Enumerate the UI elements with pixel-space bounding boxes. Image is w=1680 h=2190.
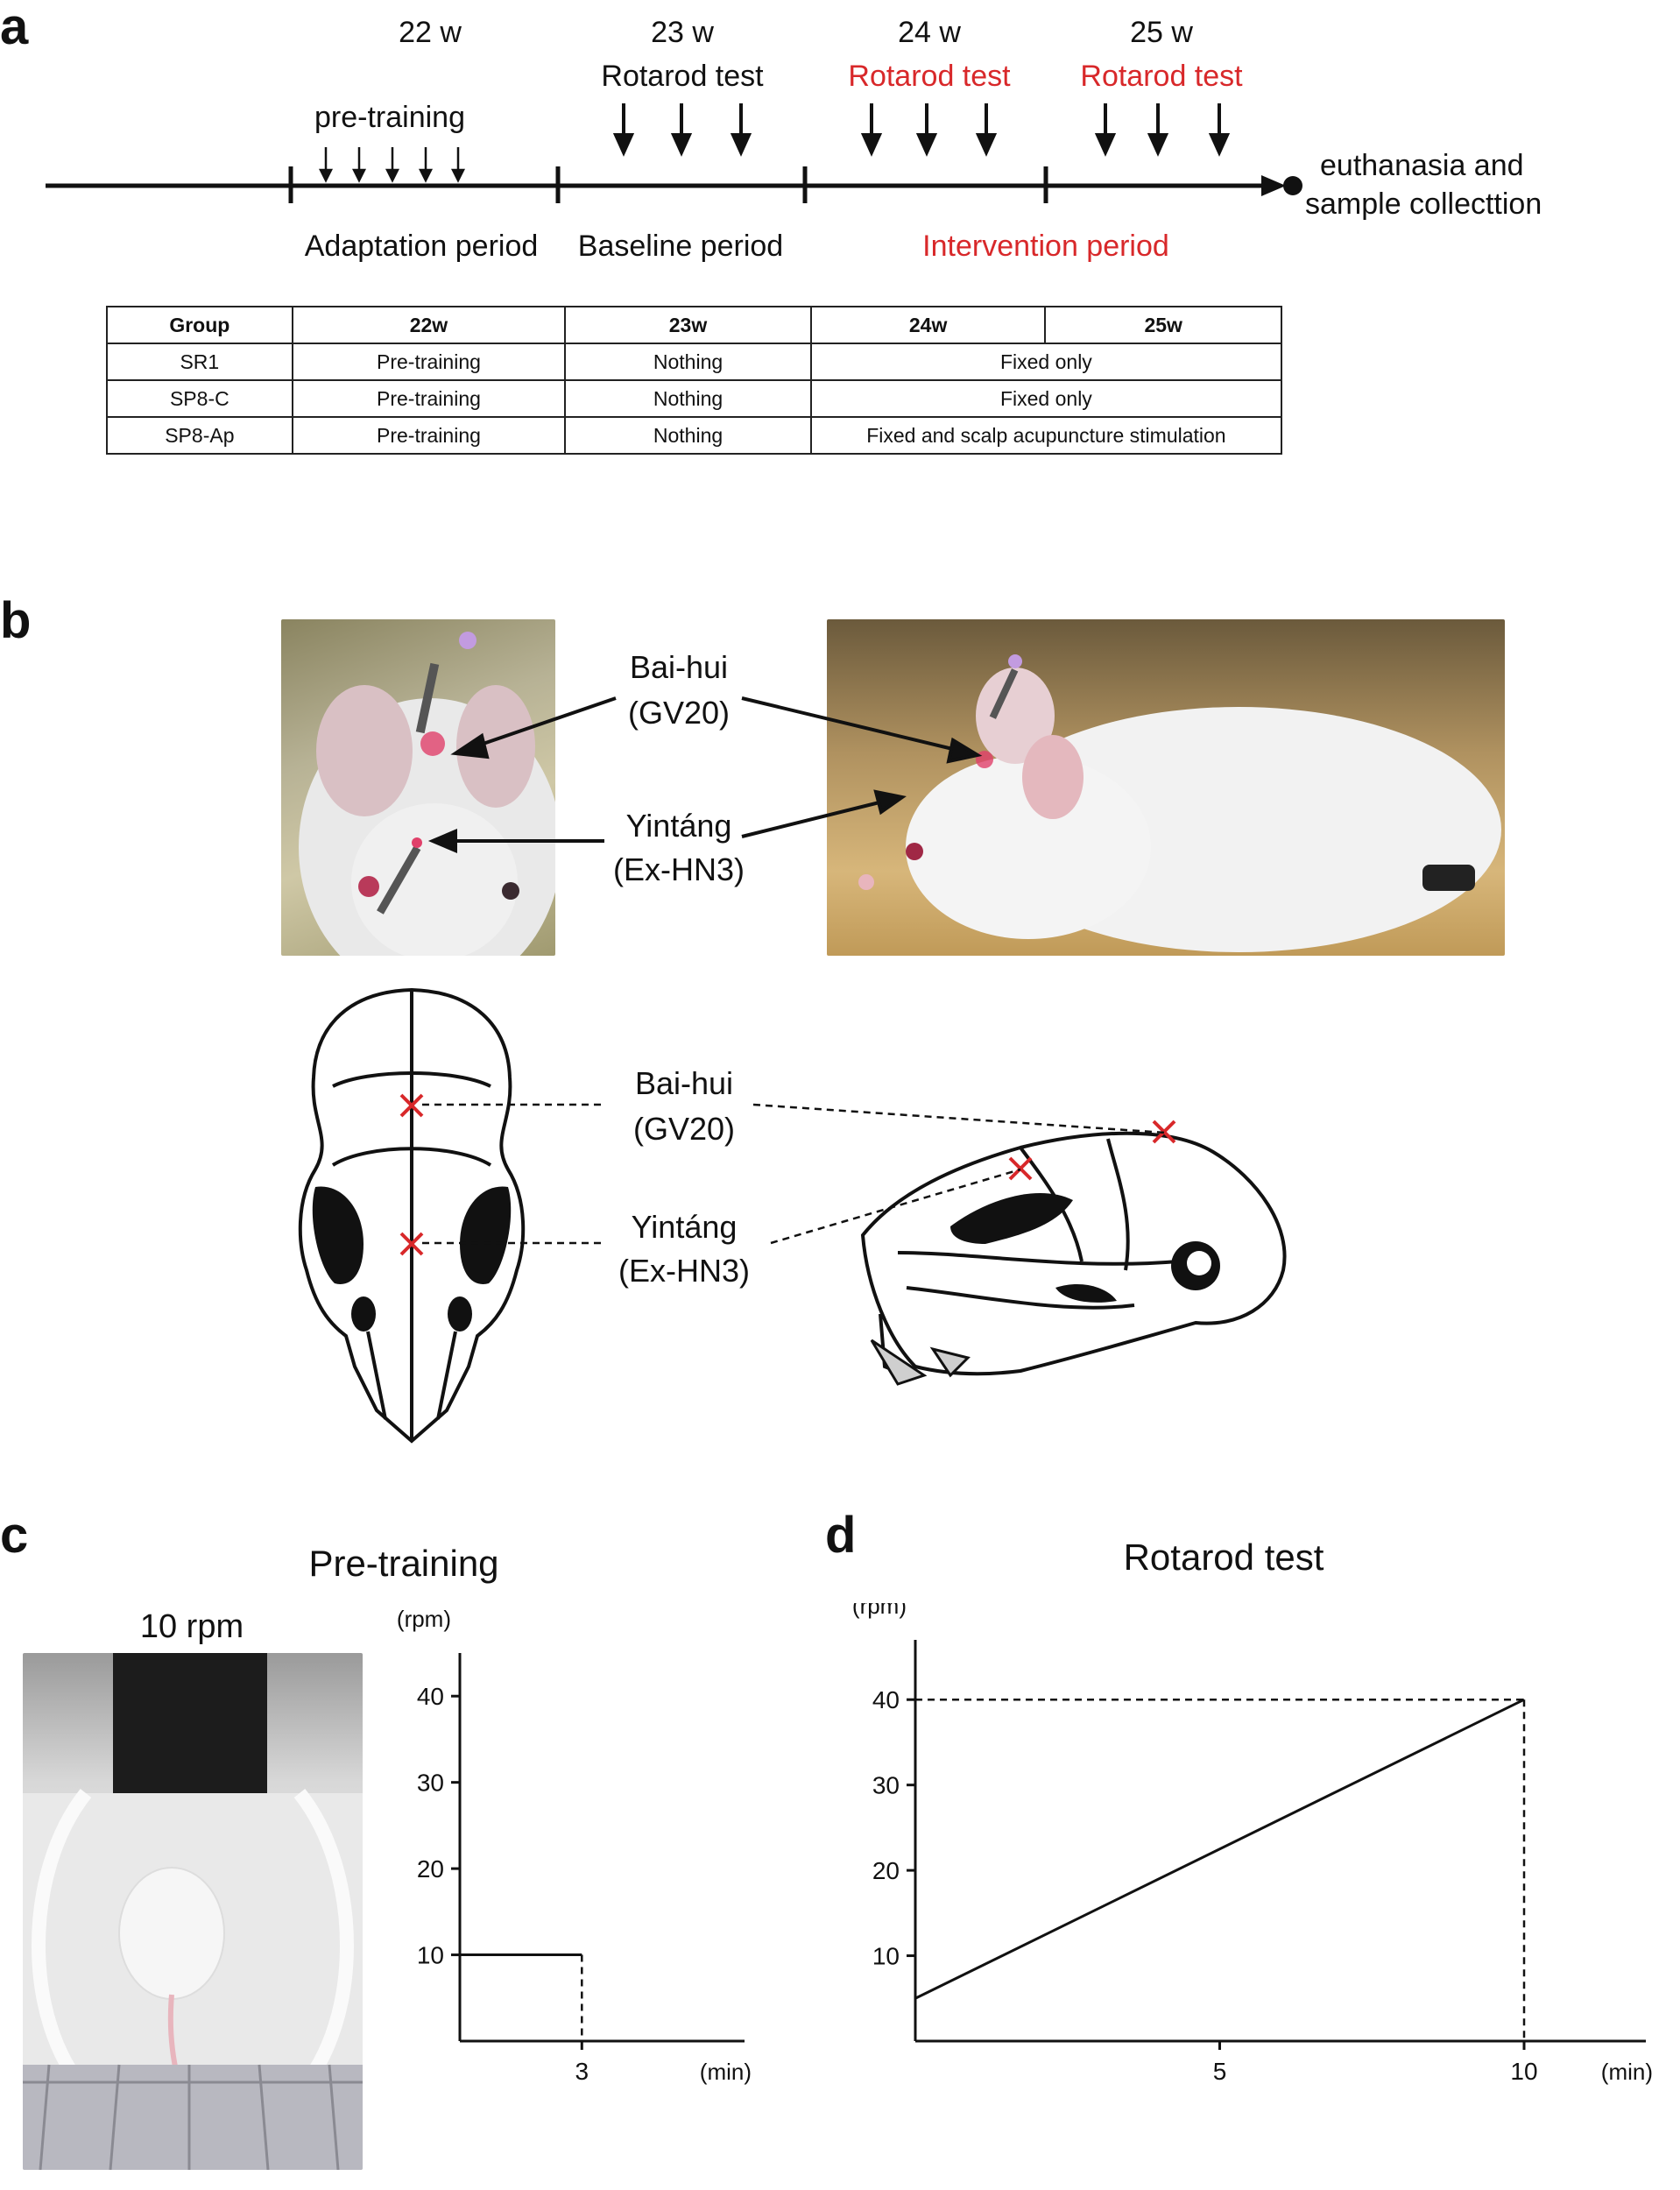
y-tick-label: 40 bbox=[417, 1683, 444, 1710]
table-cell: Fixed and scalp acupuncture stimulation bbox=[809, 416, 1283, 455]
week-24-label: 24 w bbox=[898, 16, 961, 49]
y-tick-label: 10 bbox=[417, 1942, 444, 1969]
skull-baihui-code: (GV20) bbox=[632, 1111, 736, 1147]
panel-label-b: b bbox=[0, 592, 32, 649]
week-22-label: 22 w bbox=[399, 16, 462, 49]
period-adaptation: Adaptation period bbox=[304, 230, 539, 263]
y-tick-label: 10 bbox=[872, 1943, 900, 1970]
pretraining-speed-chart: 10 20 30 40 3 (rpm) (min) bbox=[397, 1606, 752, 2085]
table-cell: Fixed only bbox=[809, 379, 1283, 418]
header-cell: 25w bbox=[1044, 306, 1282, 344]
table-cell-group: SP8-Ap bbox=[106, 416, 293, 455]
skull-yintang-name: Yintáng bbox=[631, 1209, 738, 1245]
x-axis-label: (min) bbox=[1601, 2059, 1653, 2085]
week-25-label: 25 w bbox=[1130, 16, 1193, 49]
rotarod-label-23w: Rotarod test bbox=[601, 60, 764, 93]
panel-label-d: d bbox=[825, 1507, 857, 1564]
table-cell: Fixed only bbox=[809, 343, 1283, 381]
y-tick-label: 40 bbox=[872, 1686, 900, 1713]
photo-yintang-name: Yintáng bbox=[625, 808, 732, 844]
skull-top-view-drawing bbox=[298, 987, 526, 1444]
rotarod-arrows bbox=[612, 103, 1231, 157]
header-cell: 23w bbox=[564, 306, 812, 344]
rotarod-label-24w: Rotarod test bbox=[848, 60, 1011, 93]
table-cell: Nothing bbox=[564, 416, 812, 455]
header-cell: 22w bbox=[291, 306, 567, 344]
photo-yintang-code: (Ex-HN3) bbox=[613, 851, 745, 887]
photo-baihui-code: (GV20) bbox=[627, 695, 731, 731]
rotarod-label-25w: Rotarod test bbox=[1080, 60, 1243, 93]
header-cell: Group bbox=[106, 306, 293, 344]
timeline-endpoint bbox=[1283, 176, 1302, 195]
speed-line bbox=[914, 1698, 1525, 2000]
table-cell-group: SR1 bbox=[106, 343, 293, 381]
week-23-label: 23 w bbox=[651, 16, 714, 49]
table-cell: Nothing bbox=[564, 343, 812, 381]
panel-d-title: Rotarod test bbox=[1123, 1537, 1324, 1578]
panel-label-c: c bbox=[0, 1507, 29, 1564]
panel-label-a: a bbox=[0, 0, 29, 55]
x-tick-label: 5 bbox=[1213, 2058, 1227, 2085]
header-cell: 24w bbox=[809, 306, 1047, 344]
group-table: Group 22w 23w 24w 25w SR1 Pre-training N… bbox=[106, 306, 1283, 455]
skull-side-view-drawing bbox=[860, 1120, 1287, 1386]
period-intervention: Intervention period bbox=[922, 230, 1169, 263]
mouse-top-view-photo bbox=[281, 619, 555, 956]
panel-c-title: Pre-training bbox=[308, 1543, 499, 1584]
y-tick-label: 20 bbox=[417, 1855, 444, 1883]
x-tick-label: 10 bbox=[1510, 2058, 1537, 2085]
table-row: SP8-Ap Pre-training Nothing Fixed and sc… bbox=[106, 416, 1283, 455]
timeline-arrowhead bbox=[1261, 175, 1286, 196]
y-axis-label: (rpm) bbox=[852, 1603, 907, 1619]
y-tick-label: 20 bbox=[872, 1857, 900, 1884]
table-row: SR1 Pre-training Nothing Fixed only bbox=[106, 343, 1283, 381]
period-baseline: Baseline period bbox=[577, 230, 784, 263]
y-tick-label: 30 bbox=[872, 1772, 900, 1799]
skull-baihui-name: Bai-hui bbox=[634, 1065, 734, 1101]
skull-side-markers bbox=[1008, 1120, 1176, 1181]
x-axis-label: (min) bbox=[700, 2059, 752, 2085]
skull-dashed-connectors bbox=[422, 1103, 1166, 1245]
table-header-row: Group 22w 23w 24w 25w bbox=[106, 306, 1282, 344]
table-row: SP8-C Pre-training Nothing Fixed only bbox=[106, 379, 1283, 418]
table-cell: Pre-training bbox=[291, 343, 567, 381]
photo-pointer-arrows bbox=[427, 696, 983, 854]
timeline-diagram bbox=[46, 103, 1302, 203]
mouse-side-view-photo bbox=[827, 619, 1505, 956]
table-cell-group: SP8-C bbox=[106, 379, 293, 418]
rotarod-speed-chart: 10 20 30 40 5 10 (rpm) (min) bbox=[852, 1603, 1653, 2085]
pretraining-label: pre-training bbox=[314, 101, 465, 134]
skull-top-markers bbox=[399, 1093, 424, 1256]
rotarod-photo bbox=[23, 1653, 363, 2170]
skull-yintang-code: (Ex-HN3) bbox=[618, 1253, 750, 1289]
endpoint-label-line1: euthanasia and bbox=[1320, 149, 1524, 182]
y-axis-label: (rpm) bbox=[397, 1606, 451, 1632]
y-tick-label: 30 bbox=[417, 1770, 444, 1797]
rotarod-photo-label: 10 rpm bbox=[139, 1608, 244, 1645]
table-cell: Nothing bbox=[564, 379, 812, 418]
photo-baihui-name: Bai-hui bbox=[629, 649, 729, 685]
x-tick-label: 3 bbox=[575, 2058, 589, 2085]
endpoint-label-line2: sample collecttion bbox=[1305, 187, 1542, 221]
table-cell: Pre-training bbox=[291, 416, 567, 455]
pretraining-arrows bbox=[318, 147, 466, 183]
table-cell: Pre-training bbox=[291, 379, 567, 418]
